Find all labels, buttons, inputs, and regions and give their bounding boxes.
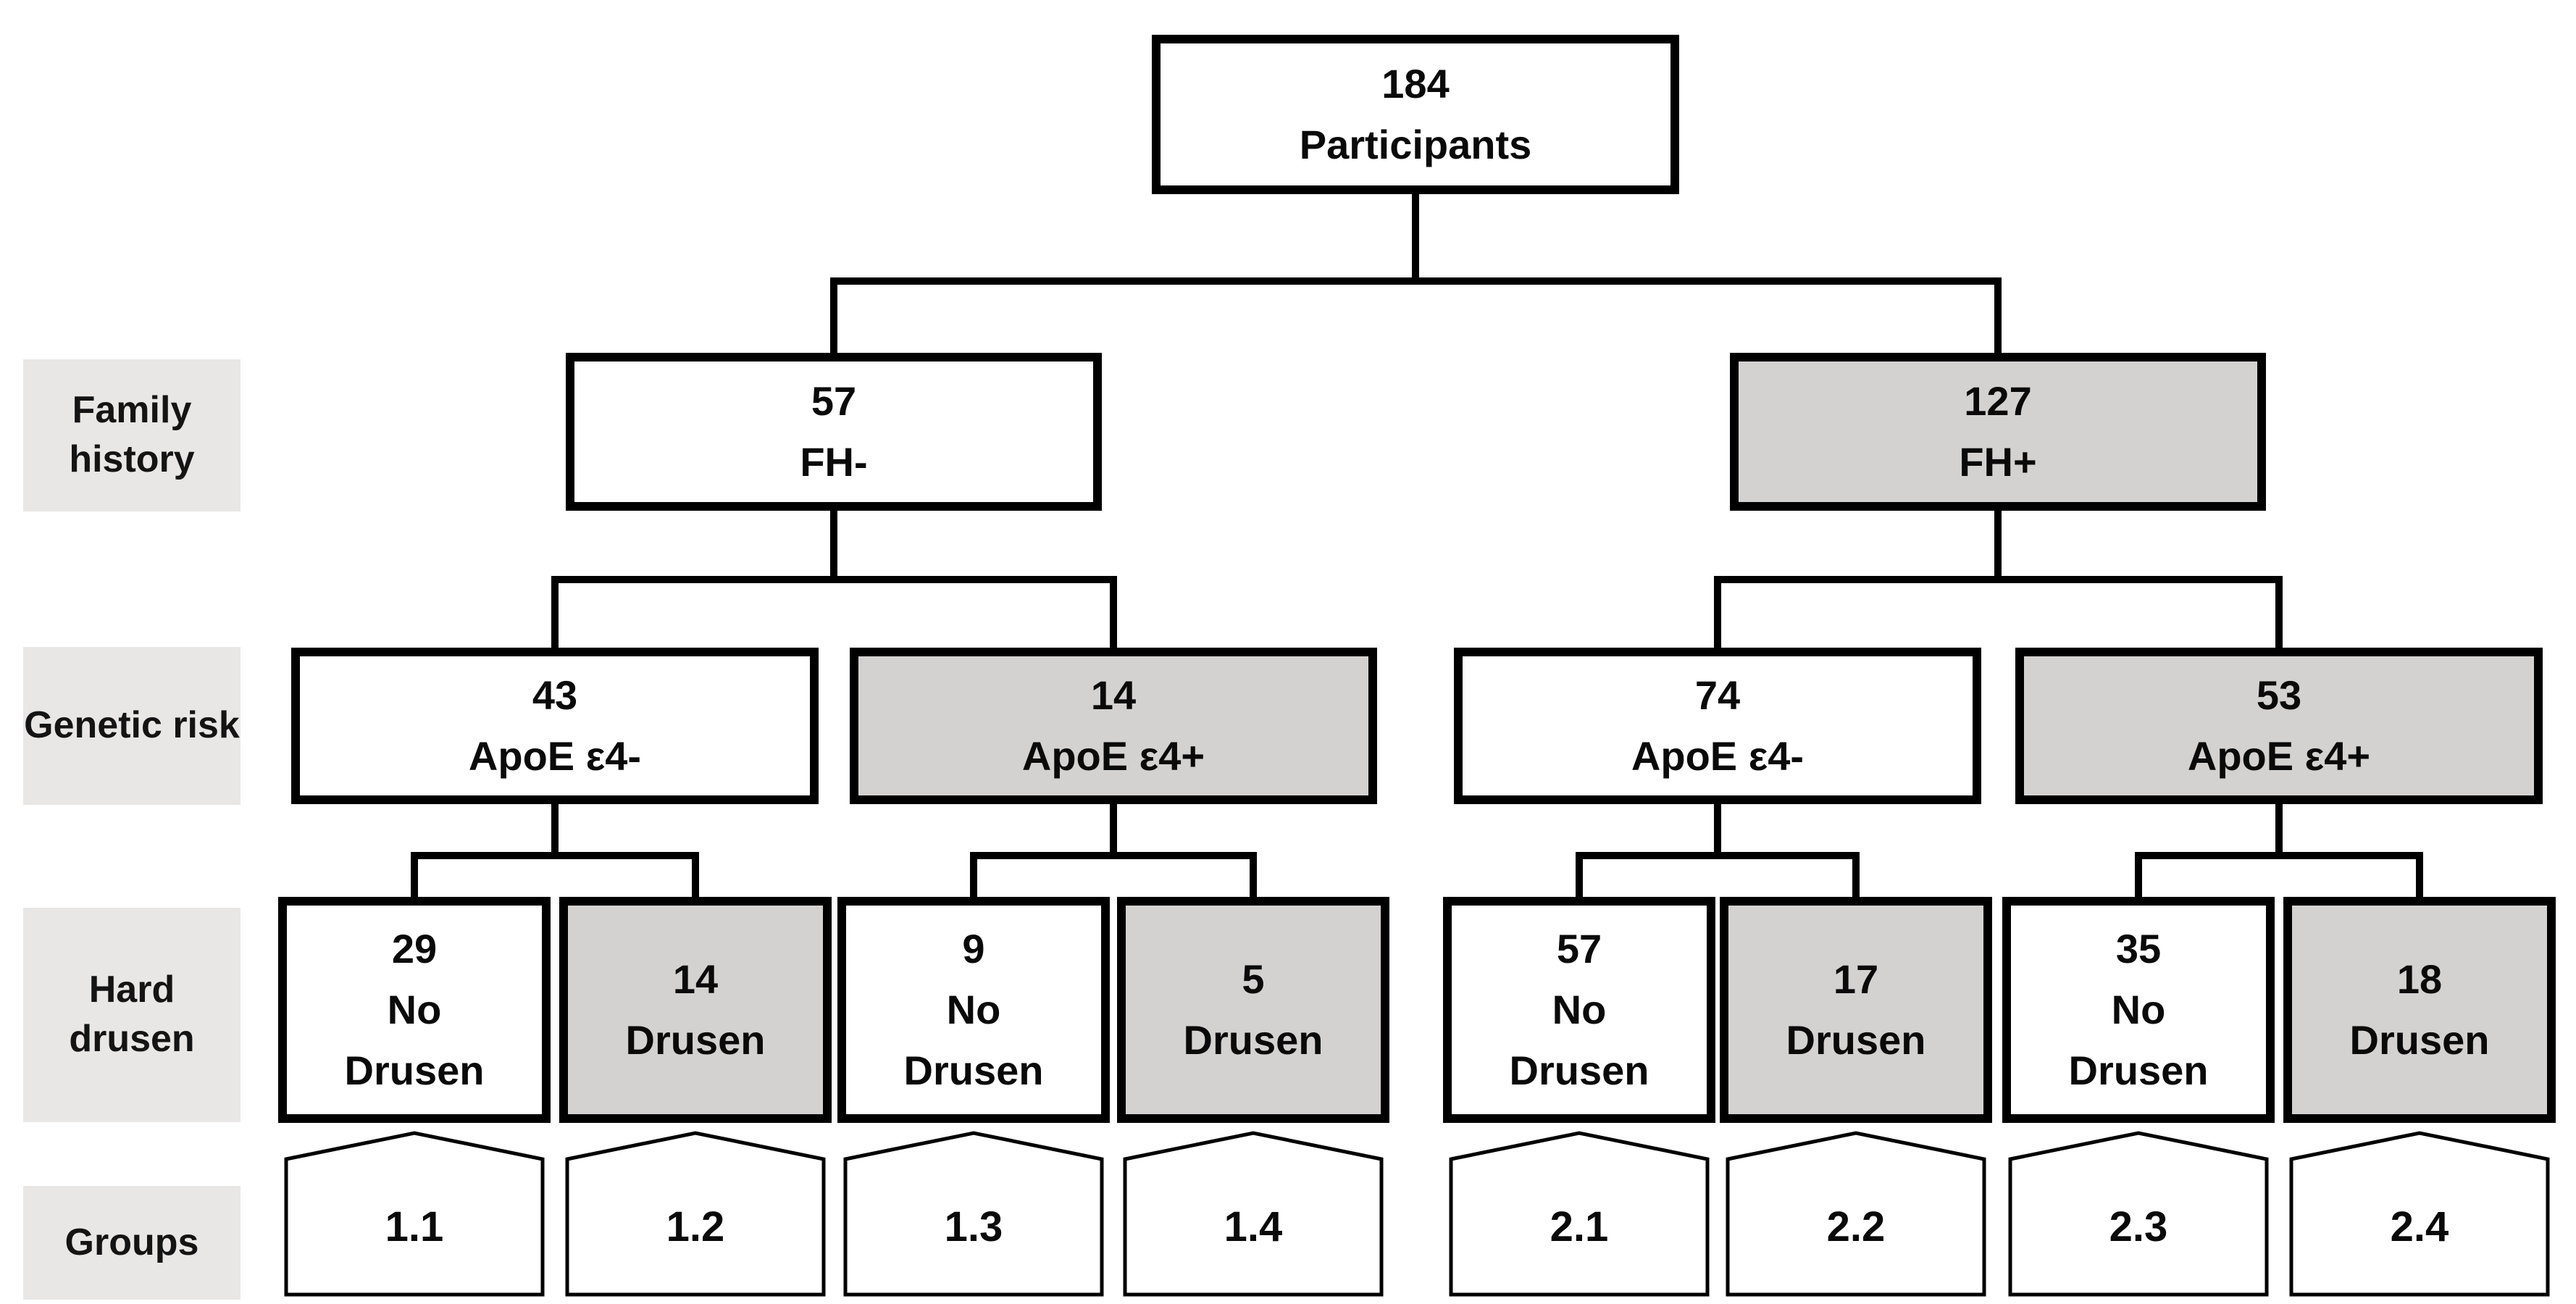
apoe-label: ApoE ε4-: [468, 733, 642, 779]
node-apoe-negative-1: 43 ApoE ε4-: [291, 648, 819, 804]
drusen-count: 18: [2396, 956, 2443, 1002]
group-box-2-4: 2.4: [2289, 1130, 2550, 1297]
connector-fh-minus-split: [551, 507, 1117, 651]
group-label: 2.4: [2390, 1203, 2449, 1250]
group-pentagon: [565, 1131, 826, 1297]
group-box-2-2: 2.2: [1726, 1130, 1986, 1297]
node-fh-positive: 127 FH+: [1730, 353, 2266, 511]
drusen-count: 5: [1242, 956, 1265, 1002]
drusen-label: Drusen: [2349, 1017, 2490, 1063]
group-pentagon: [2289, 1131, 2550, 1297]
group-label: 1.4: [1224, 1203, 1283, 1250]
row-label-family-history: Family history: [23, 359, 241, 511]
row-label-hard-drusen: Hard drusen: [23, 908, 241, 1122]
drusen-label: Drusen: [1183, 1017, 1323, 1063]
node-apoe-negative-2: 74 ApoE ε4-: [1454, 648, 1981, 804]
group-pentagon: [284, 1131, 545, 1297]
drusen-label: No Drusen: [2068, 987, 2209, 1093]
node-participants: 184 Participants: [1152, 35, 1679, 194]
group-box-1-3: 1.3: [843, 1130, 1104, 1297]
node-drusen-4: 18 Drusen: [2283, 897, 2556, 1123]
apoe-label: ApoE ε4-: [1631, 733, 1805, 779]
group-label: 1.3: [944, 1203, 1003, 1250]
group-pentagon: [2008, 1131, 2269, 1297]
connector-apoe1-split: [411, 801, 699, 900]
group-pentagon: [1726, 1131, 1986, 1297]
drusen-count: 57: [1556, 926, 1602, 971]
group-pentagon: [843, 1131, 1104, 1297]
drusen-count: 14: [672, 956, 719, 1002]
fh-negative-label: FH-: [800, 439, 868, 485]
group-box-1-4: 1.4: [1123, 1130, 1384, 1297]
apoe-count: 43: [532, 672, 578, 718]
group-box-1-2: 1.2: [565, 1130, 826, 1297]
connector-apoe3-split: [1576, 801, 1860, 900]
group-label: 2.2: [1826, 1203, 1886, 1250]
connector-apoe4-split: [2135, 801, 2423, 900]
drusen-count: 35: [2115, 926, 2162, 971]
drusen-label: No Drusen: [344, 987, 485, 1093]
node-apoe-positive-2: 53 ApoE ε4+: [2015, 648, 2543, 804]
group-label: 2.1: [1550, 1203, 1609, 1250]
participants-label: Participants: [1299, 122, 1532, 167]
connector-fh-plus-split: [1714, 507, 2283, 651]
node-no-drusen-1: 29 No Drusen: [278, 897, 551, 1123]
group-box-1-1: 1.1: [284, 1130, 545, 1297]
drusen-label: No Drusen: [903, 987, 1044, 1093]
node-apoe-positive-1: 14 ApoE ε4+: [850, 648, 1377, 804]
group-label: 2.3: [2109, 1203, 2168, 1250]
node-no-drusen-2: 9 No Drusen: [837, 897, 1110, 1123]
apoe-label: ApoE ε4+: [2187, 733, 2371, 779]
drusen-count: 29: [391, 926, 438, 971]
row-label-groups: Groups: [23, 1186, 241, 1300]
apoe-count: 14: [1090, 672, 1137, 718]
row-label-genetic-risk: Genetic risk: [23, 647, 241, 805]
apoe-label: ApoE ε4+: [1021, 733, 1205, 779]
drusen-label: Drusen: [1786, 1017, 1926, 1063]
node-drusen-2: 5 Drusen: [1117, 897, 1389, 1123]
node-fh-negative: 57 FH-: [566, 353, 1102, 511]
node-no-drusen-4: 35 No Drusen: [2002, 897, 2275, 1123]
group-pentagon: [1123, 1131, 1384, 1297]
group-label: 1.1: [385, 1203, 444, 1250]
drusen-label: No Drusen: [1509, 987, 1649, 1093]
node-drusen-3: 17 Drusen: [1720, 897, 1992, 1123]
node-no-drusen-3: 57 No Drusen: [1443, 897, 1715, 1123]
connector-root-split: [830, 191, 2002, 356]
drusen-count: 9: [962, 926, 985, 971]
group-label: 1.2: [666, 1203, 725, 1250]
participants-count: 184: [1381, 61, 1450, 106]
fh-positive-count: 127: [1964, 378, 2032, 424]
drusen-count: 17: [1833, 956, 1879, 1002]
drusen-label: Drusen: [625, 1017, 766, 1063]
apoe-count: 53: [2256, 672, 2302, 718]
group-box-2-3: 2.3: [2008, 1130, 2269, 1297]
fh-positive-label: FH+: [1959, 439, 2037, 485]
group-box-2-1: 2.1: [1449, 1130, 1710, 1297]
fh-negative-count: 57: [811, 378, 857, 424]
apoe-count: 74: [1694, 672, 1741, 718]
node-drusen-1: 14 Drusen: [559, 897, 832, 1123]
connector-apoe2-split: [970, 801, 1257, 900]
group-pentagon: [1449, 1131, 1710, 1297]
